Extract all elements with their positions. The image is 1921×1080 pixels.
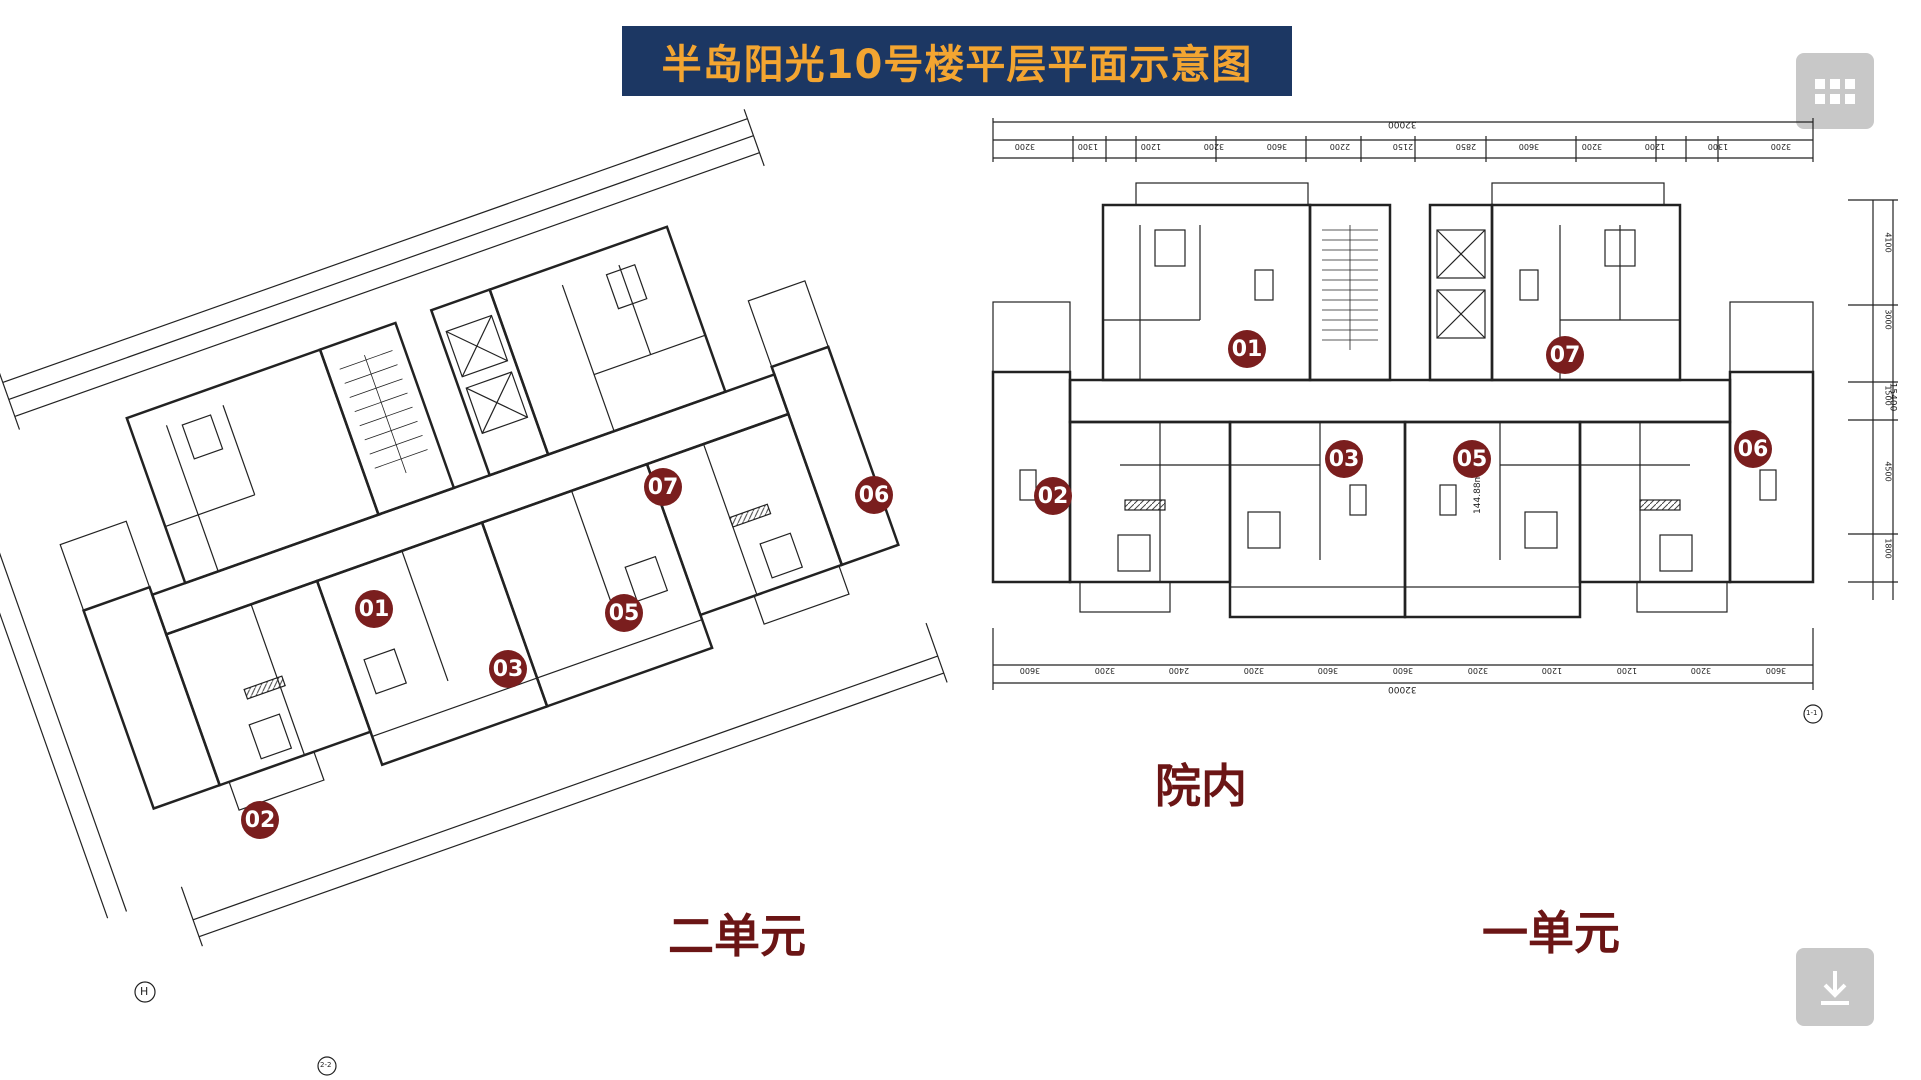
unit-badge-right-05: 05 <box>1453 440 1491 478</box>
right-bottom-dimension-labels: 3600 3200 2400 3200 3600 3600 3200 1200 1200 3200… <box>993 666 1813 680</box>
page-title: 半岛阳光10号楼平层平面示意图 <box>661 42 1253 88</box>
left-axis-mark-b: 2-2 <box>320 1061 332 1069</box>
unit-badge-right-03: 03 <box>1325 440 1363 478</box>
dimension-label: 1200 <box>1616 666 1637 675</box>
dimension-label: 3200 <box>1094 666 1115 675</box>
unit-badge-right-06: 06 <box>1734 430 1772 468</box>
unit-badge-left-05: 05 <box>605 594 643 632</box>
dimension-label: 2850 <box>1455 142 1477 151</box>
dimension-label: 1200 <box>1645 142 1666 151</box>
dimension-label: 4100 <box>1883 232 1893 253</box>
dimension-label: 3200 <box>1014 142 1035 151</box>
axis-circle-2-2 <box>317 1056 337 1076</box>
dimension-label: 3600 <box>1020 666 1041 675</box>
dimension-label: 3600 <box>1765 666 1786 675</box>
dimension-label: 2400 <box>1169 666 1190 675</box>
dimension-label: 3200 <box>1771 142 1792 151</box>
dimension-label: 1200 <box>1140 142 1161 151</box>
unit-badge-left-01: 01 <box>355 590 393 628</box>
dimension-label: 3000 <box>1883 308 1893 330</box>
unit-badge-left-07: 07 <box>644 468 682 506</box>
unit-one-label: 一单元 <box>1482 906 1620 960</box>
unit-badge-right-07: 07 <box>1546 336 1584 374</box>
left-floor-plan <box>0 109 948 947</box>
unit-badge-left-03: 03 <box>489 650 527 688</box>
dimension-label: 3200 <box>1203 142 1224 151</box>
dimension-label: 2150 <box>1392 142 1414 151</box>
right-total-width-top: 32000 <box>1388 119 1417 129</box>
right-floor-plan <box>991 118 1898 724</box>
grid-menu-icon <box>1815 78 1855 104</box>
menu-button[interactable] <box>1796 53 1874 129</box>
unit-badge-right-01: 01 <box>1228 330 1266 368</box>
download-button[interactable] <box>1796 948 1874 1026</box>
courtyard-label: 院内 <box>1155 759 1247 813</box>
right-total-width-bottom: 32000 <box>1388 684 1417 694</box>
dimension-label: 3600 <box>1266 142 1288 151</box>
dimension-label: 3600 <box>1392 666 1414 675</box>
right-side-dimension-labels: 4100 3000 1500 4500 1800 <box>1878 200 1893 582</box>
dimension-label: 3600 <box>1318 666 1339 675</box>
dimension-label: 1300 <box>1708 142 1729 151</box>
dimension-label: 2200 <box>1329 142 1351 151</box>
dimension-label: 4500 <box>1883 461 1893 483</box>
right-top-dimension-labels: 3200 1300 1200 3200 3600 2200 2150 2850 3600 3200… <box>993 142 1813 156</box>
dimension-label: 3200 <box>1467 666 1488 675</box>
dimension-label: 1200 <box>1541 666 1563 675</box>
dimension-label: 1800 <box>1883 538 1893 559</box>
right-axis-mark: 1-1 <box>1806 709 1818 717</box>
dimension-label: 3200 <box>1243 666 1265 675</box>
title-banner: 半岛阳光10号楼平层平面示意图 <box>622 26 1292 96</box>
left-axis-mark-h: H <box>140 985 149 998</box>
dimension-label: 3200 <box>1582 142 1603 151</box>
right-top-dim-ticks <box>1072 136 1719 162</box>
unit-badge-left-02: 02 <box>241 801 279 839</box>
download-icon <box>1821 971 1849 1005</box>
dimension-label: 3200 <box>1690 666 1712 675</box>
unit-badge-right-02: 02 <box>1034 477 1072 515</box>
dimension-label: 1500 <box>1883 385 1893 406</box>
dimension-label: 3600 <box>1518 142 1540 151</box>
unit-badge-left-06: 06 <box>855 476 893 514</box>
axis-circle-h <box>134 981 156 1003</box>
dimension-label: 1300 <box>1077 142 1098 151</box>
unit-two-label: 二单元 <box>668 909 806 963</box>
